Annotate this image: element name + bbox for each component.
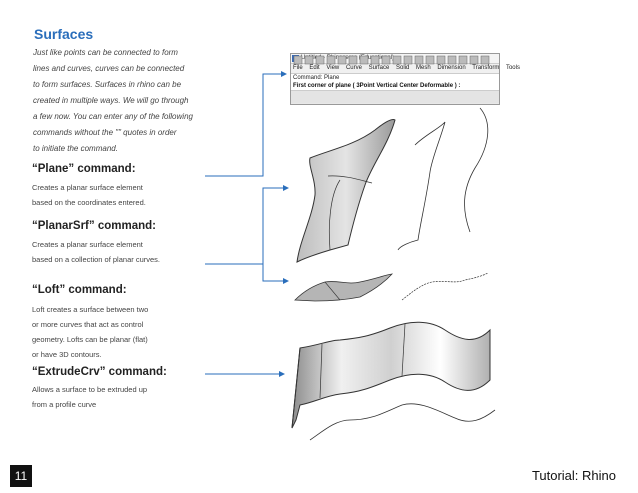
- description-line: Creates a planar surface element: [32, 183, 143, 192]
- loft-description: Loft creates a surface between two or mo…: [32, 302, 148, 362]
- menu-item: Dimension: [437, 65, 466, 71]
- menu-item: Transform: [472, 65, 500, 71]
- intro-line: Just like points can be connected to for…: [33, 48, 178, 57]
- plane-heading: “Plane” command:: [32, 163, 136, 175]
- rhino-window-screenshot: Untitled - Rhinoceros (Educational) File…: [290, 53, 520, 105]
- menu-item: Tools: [505, 65, 520, 71]
- intro-paragraph: Just like points can be connected to for…: [33, 45, 213, 157]
- description-line: Creates a planar surface element: [32, 240, 143, 249]
- menu-item: Edit: [309, 65, 320, 71]
- description-line: from a profile curve: [32, 400, 97, 409]
- rhino-window-title: Untitled - Rhinoceros (Educational): [301, 55, 395, 61]
- plane-description: Creates a planar surface element based o…: [32, 180, 146, 210]
- plane-connector-arrow: [205, 71, 287, 177]
- description-line: Allows a surface to be extruded up: [32, 385, 148, 394]
- description-line: based on the coordinates entered.: [32, 198, 146, 207]
- menu-item: Solid: [395, 65, 410, 71]
- page-title: Surfaces: [34, 26, 94, 42]
- intro-line: to form surfaces. Surfaces in rhino can …: [33, 80, 182, 89]
- rhino-command-history: Command: Plane: [291, 74, 499, 82]
- footer-label: Tutorial: Rhino: [531, 468, 616, 483]
- description-line: or more curves that act as control: [32, 320, 144, 329]
- planarsrf-description: Creates a planar surface element based o…: [32, 237, 160, 267]
- menu-item: Mesh: [416, 65, 431, 71]
- page-number: 11: [10, 465, 32, 487]
- intro-line: a few now. You can enter any of the foll…: [33, 112, 193, 121]
- extrudecrv-description: Allows a surface to be extruded up from …: [32, 382, 147, 412]
- planar-surface-illustration: [296, 119, 396, 263]
- description-line: geometry. Lofts can be planar (flat): [32, 335, 148, 344]
- menu-item: View: [326, 65, 340, 71]
- extrusion-illustration: [291, 321, 496, 441]
- menu-item: Surface: [368, 65, 390, 71]
- rhino-menubar: File Edit View Curve Surface Solid Mesh …: [291, 64, 520, 74]
- rhino-toolbar: [291, 55, 499, 103]
- menu-item: File: [293, 65, 303, 71]
- intro-line: lines and curves, curves can be connecte…: [33, 64, 185, 73]
- loft-illustration: [294, 272, 489, 302]
- toolbar-icons: [293, 55, 490, 65]
- planarsrf-heading: “PlanarSrf” command:: [32, 220, 156, 232]
- rhino-command-prompt: First corner of plane ( 3Point Vertical …: [291, 82, 499, 91]
- description-line: or have 3D contours.: [32, 350, 102, 359]
- planarsrf-connector-arrow: [205, 185, 289, 265]
- extrudecrv-heading: “ExtrudeCrv” command:: [32, 366, 167, 378]
- menu-item: Curve: [345, 65, 362, 71]
- loft-connector-arrow: [205, 263, 289, 284]
- intro-line: commands without the "" quotes in order: [33, 128, 177, 137]
- description-line: based on a collection of planar curves.: [32, 255, 160, 264]
- description-line: Loft creates a surface between two: [32, 305, 149, 314]
- loft-heading: “Loft” command:: [32, 284, 127, 296]
- planar-curves-illustration: [397, 107, 489, 251]
- intro-line: to initiate the command.: [33, 144, 118, 153]
- intro-line: created in multiple ways. We will go thr…: [33, 96, 189, 105]
